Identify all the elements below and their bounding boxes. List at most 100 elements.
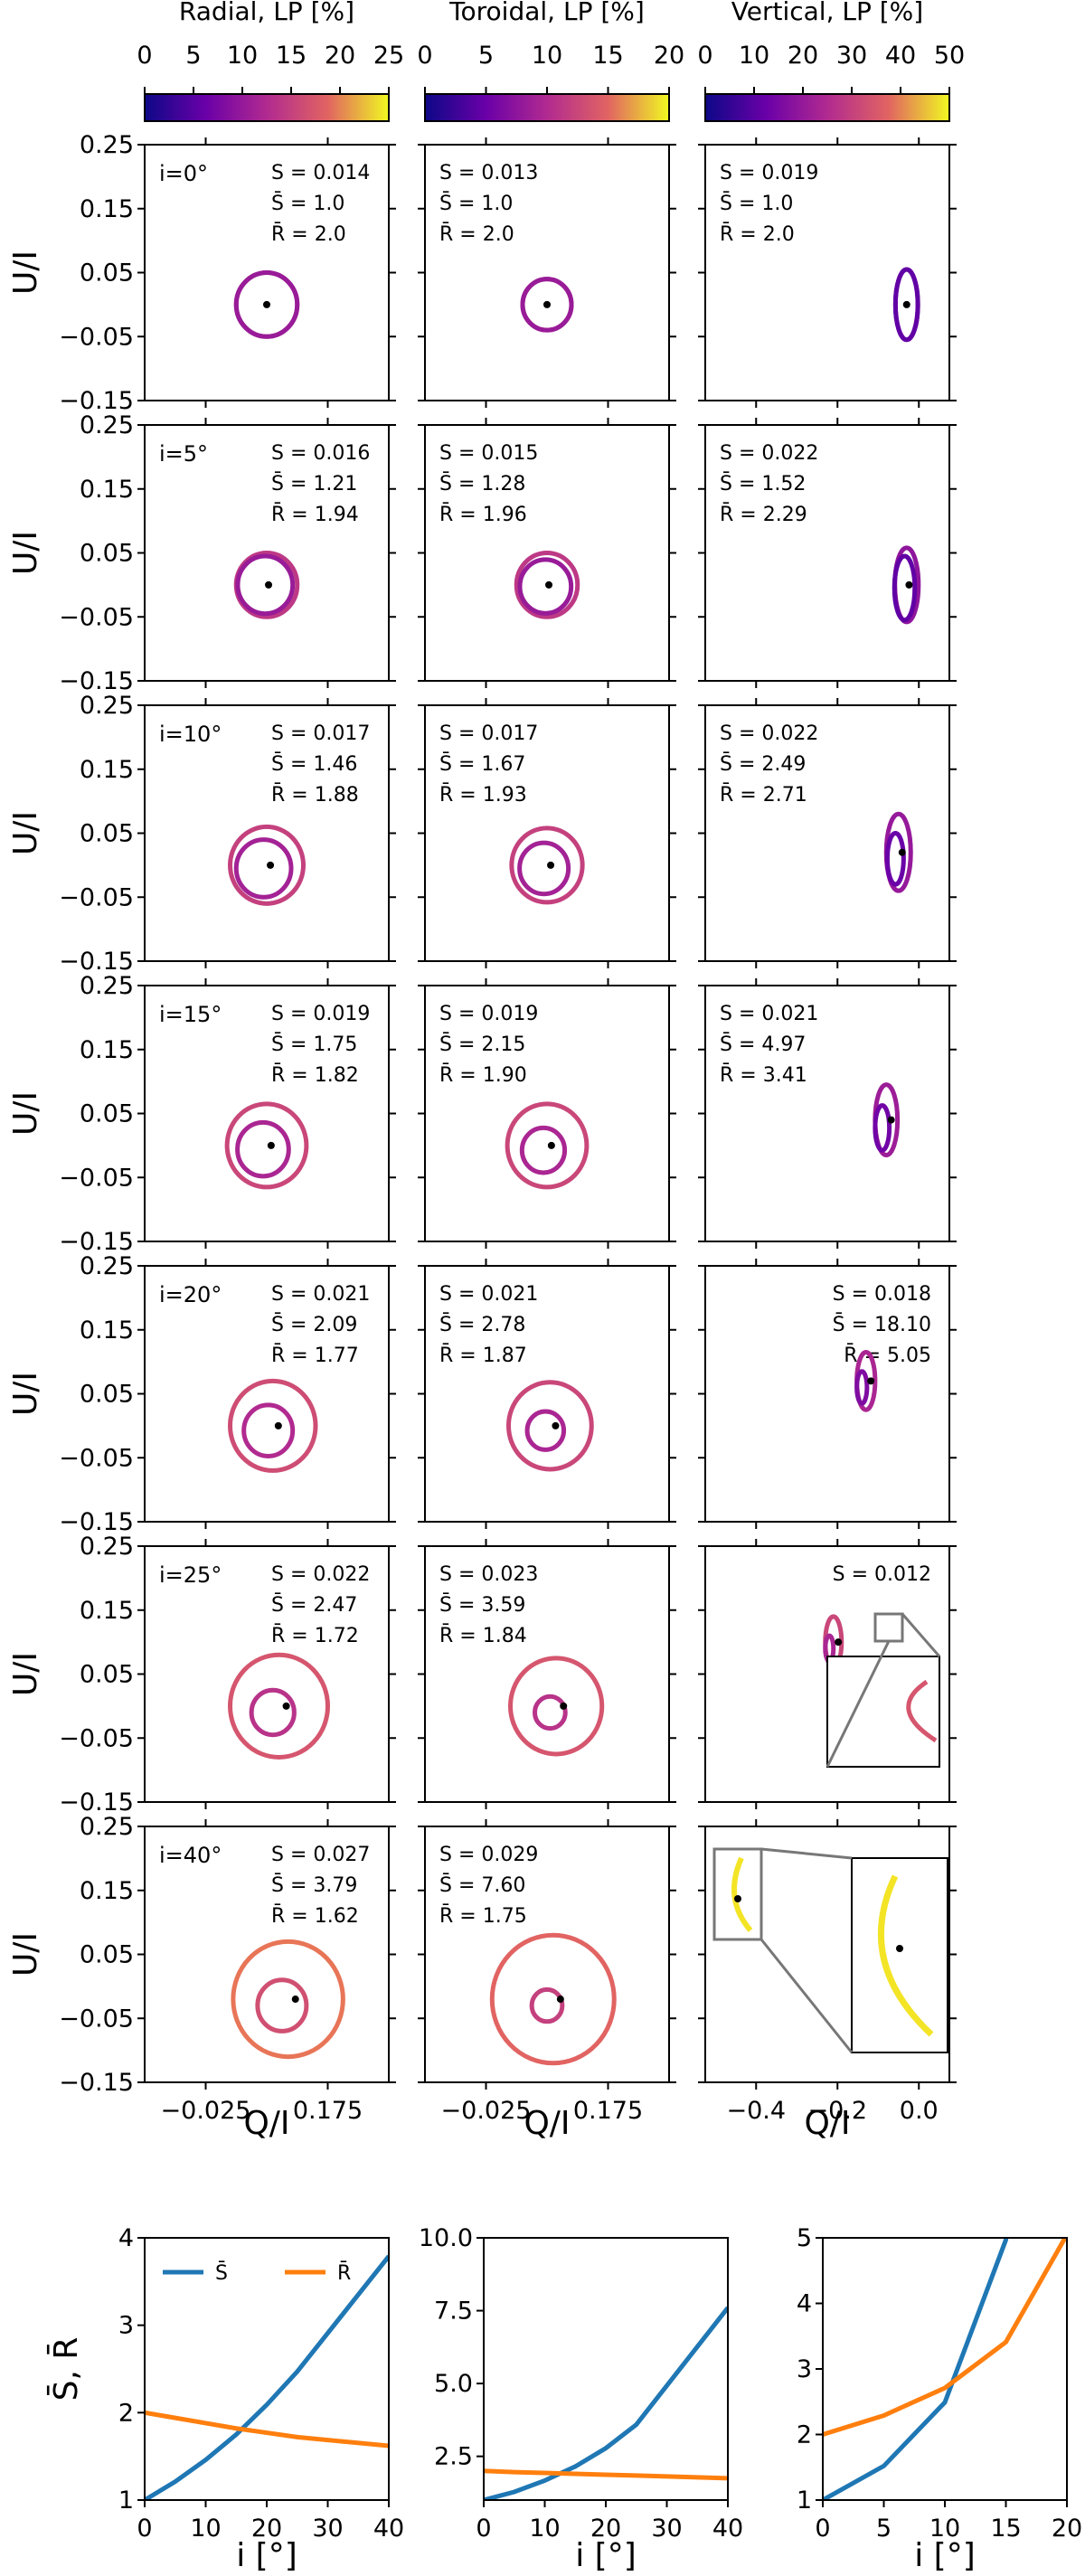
y-tick-label: 0.05: [80, 820, 134, 848]
center-point: [282, 1702, 290, 1710]
colorbar-tick-label: 25: [373, 42, 404, 70]
annotation-Rb: R̄ = 1.87: [439, 1344, 527, 1367]
x-tick-label: 40: [712, 2515, 743, 2543]
panel-frame: [144, 704, 390, 962]
stokes-loop-outer: [509, 826, 585, 905]
annotation-Rb: R̄ = 2.0: [720, 222, 795, 246]
annotation-Rb: R̄ = 1.90: [439, 1063, 527, 1087]
y-tick-label: 10.0: [419, 2224, 473, 2252]
x-tick-label: 30: [312, 2515, 343, 2543]
stokes-loop-outer: [224, 1101, 309, 1190]
x-axis-label: Q/I: [804, 2105, 850, 2142]
y-tick-label: 4: [118, 2224, 134, 2252]
annotation-Rb: R̄ = 3.41: [720, 1063, 807, 1087]
x-tick-label: 0.175: [573, 2097, 643, 2125]
annotation-S: S = 0.021: [271, 1283, 370, 1306]
panel-frame: [424, 704, 670, 962]
y-tick-label: 0.25: [80, 972, 134, 1000]
stokes-curve: [731, 1856, 753, 1932]
colorbar-tick-label: 20: [788, 42, 818, 70]
colorbar-title: Radial, LP [%]: [179, 0, 354, 26]
stokes-loop-inner: [517, 840, 571, 897]
x-tick-label: 0: [476, 2515, 491, 2543]
annotation-Rb: R̄ = 1.88: [271, 783, 359, 807]
annotation-S: S = 0.019: [720, 162, 818, 184]
panel-r0-c0: 0.250.150.05−0.05−0.15U/Ii=0°S = 0.014S̄…: [7, 131, 396, 415]
stokes-loop-inner: [884, 831, 906, 887]
annotation-Sb: S̄ = 1.0: [720, 192, 793, 215]
x-tick-label: 10: [190, 2515, 221, 2543]
y-tick-label: 0.05: [80, 540, 134, 568]
zoom-curve: [906, 1679, 938, 1743]
y-tick-label: −0.15: [59, 387, 134, 415]
stokes-loop-inner: [519, 1125, 568, 1175]
center-point: [835, 1638, 843, 1647]
colorbar-tick-label: 5: [185, 42, 201, 70]
stokes-loop-inner: [524, 1409, 567, 1452]
center-point: [896, 1945, 903, 1952]
stokes-loop-outer: [505, 1101, 590, 1190]
y-tick-label: 7.5: [434, 2298, 473, 2326]
colorbar-tick-label: 0: [417, 42, 432, 70]
stokes-loop-outer: [505, 1380, 594, 1472]
inclination-label: i=20°: [159, 1282, 222, 1307]
y-tick-label: −0.05: [59, 1164, 134, 1192]
y-tick-label: 0.05: [80, 1661, 134, 1689]
center-point: [898, 848, 906, 856]
annotation-S: S = 0.021: [439, 1283, 538, 1306]
stokes-loop-inner: [517, 557, 574, 616]
y-tick-label: 4: [797, 2290, 812, 2318]
y-tick-label: −0.05: [59, 323, 134, 351]
colorbar-tick-label: 10: [739, 42, 769, 70]
annotation-Rb: R̄ = 1.93: [439, 783, 527, 807]
stokes-loop-inner: [255, 1977, 309, 2033]
y-tick-label: 5: [797, 2224, 812, 2252]
annotation-Sb: S̄ = 1.46: [271, 752, 357, 776]
x-tick-label: 30: [651, 2515, 682, 2543]
y-tick-label: 2: [118, 2399, 134, 2427]
y-tick-label: −0.15: [59, 667, 134, 695]
panel-r5-c2: S = 0.012: [698, 1539, 957, 1809]
x-axis-label: Q/I: [524, 2105, 570, 2142]
center-point: [265, 580, 273, 589]
panel-frame: [704, 424, 950, 682]
y-tick-label: 0.15: [80, 195, 134, 223]
x-tick-label: 40: [373, 2515, 404, 2543]
center-point: [545, 580, 553, 589]
stokes-loop-inner: [533, 1694, 568, 1731]
y-tick-label: −0.05: [59, 883, 134, 911]
y-tick-label: 0.25: [80, 1533, 134, 1561]
x-axis-label: i [°]: [914, 2537, 976, 2574]
center-point: [267, 1141, 275, 1149]
center-point: [291, 1996, 299, 2004]
y-tick-label: 0.25: [80, 411, 134, 439]
annotation-S: S = 0.019: [439, 1003, 538, 1025]
y-tick-label: −0.05: [59, 1724, 134, 1752]
legend-label: R̄: [337, 2261, 351, 2285]
colorbar-tick-label: 5: [478, 42, 494, 70]
stokes-loop-inner: [873, 1103, 892, 1153]
annotation-S: S = 0.022: [720, 442, 818, 465]
x-axis-label: i [°]: [575, 2537, 637, 2574]
chart-frame: [822, 2237, 1068, 2501]
annotation-Rb: R̄ = 2.0: [439, 222, 514, 246]
x-tick-label: 20: [1052, 2515, 1082, 2543]
y-tick-label: 3: [118, 2312, 134, 2340]
annotation-Rb: R̄ = 2.71: [720, 783, 807, 807]
stokes-loop-outer: [228, 1652, 330, 1760]
y-tick-label: 0.05: [80, 259, 134, 288]
legend-label: S̄: [215, 2261, 228, 2285]
annotation-Sb: S̄ = 2.78: [439, 1313, 525, 1336]
y-tick-label: −0.15: [59, 948, 134, 976]
stokes-loop-inner: [249, 1687, 297, 1738]
panel-frame: [704, 985, 950, 1242]
y-tick-label: −0.05: [59, 603, 134, 631]
stokes-loop-inner: [854, 1369, 870, 1406]
